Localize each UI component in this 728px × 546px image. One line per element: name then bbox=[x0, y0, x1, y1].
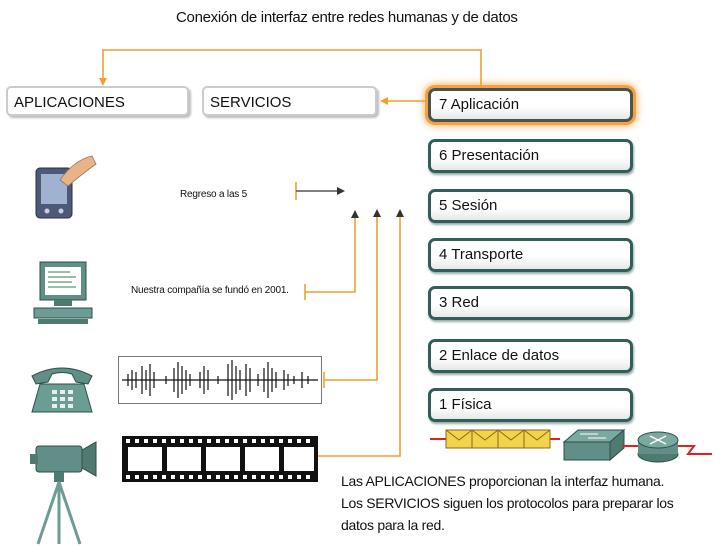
applications-box: APLICACIONES bbox=[6, 86, 189, 116]
router-icon bbox=[637, 431, 679, 463]
audio-waveform bbox=[118, 356, 322, 404]
film-strip bbox=[122, 436, 318, 482]
computer-icon bbox=[33, 261, 93, 324]
layer-6-presentation: 6 Presentación bbox=[428, 139, 633, 173]
layer-5-session: 5 Sesión bbox=[428, 189, 633, 223]
layer-1-physical: 1 Física bbox=[428, 388, 633, 422]
layer-2-data-link: 2 Enlace de datos bbox=[428, 339, 633, 373]
layer-label: 6 Presentación bbox=[439, 147, 540, 164]
text-message: Regreso a las 5 bbox=[180, 189, 248, 200]
services-box: SERVICIOS bbox=[202, 86, 377, 116]
applications-label: APLICACIONES bbox=[14, 94, 125, 111]
services-label: SERVICIOS bbox=[210, 94, 292, 111]
layer-label: 1 Física bbox=[439, 396, 492, 413]
switch-icon bbox=[562, 428, 626, 462]
video-camera-icon bbox=[30, 441, 97, 545]
layer-label: 7 Aplicación bbox=[439, 96, 520, 113]
pda-icon bbox=[35, 155, 97, 219]
description-text: Las APLICACIONES proporcionan la interfa… bbox=[341, 470, 674, 536]
layer-label: 5 Sesión bbox=[439, 197, 498, 214]
email-message: Nuestra compañía se fundó en 2001. bbox=[131, 285, 289, 296]
layer-7-application: 7 Aplicación bbox=[428, 88, 633, 122]
diagram-title: Conexión de interfaz entre redes humanas… bbox=[176, 9, 518, 26]
description-line: Los SERVICIOS siguen los protocolos para… bbox=[341, 495, 674, 511]
envelope-icon bbox=[445, 429, 551, 449]
layer-4-transport: 4 Transporte bbox=[428, 238, 633, 272]
layer-label: 2 Enlace de datos bbox=[439, 347, 560, 364]
layer-label: 3 Red bbox=[439, 294, 480, 311]
description-line: datos para la red. bbox=[341, 517, 445, 533]
layer-3-network: 3 Red bbox=[428, 286, 633, 320]
description-line: Las APLICACIONES proporcionan la interfa… bbox=[341, 473, 665, 489]
layer-label: 4 Transporte bbox=[439, 246, 524, 263]
telephone-icon bbox=[31, 367, 93, 413]
physical-network-devices bbox=[430, 428, 712, 463]
